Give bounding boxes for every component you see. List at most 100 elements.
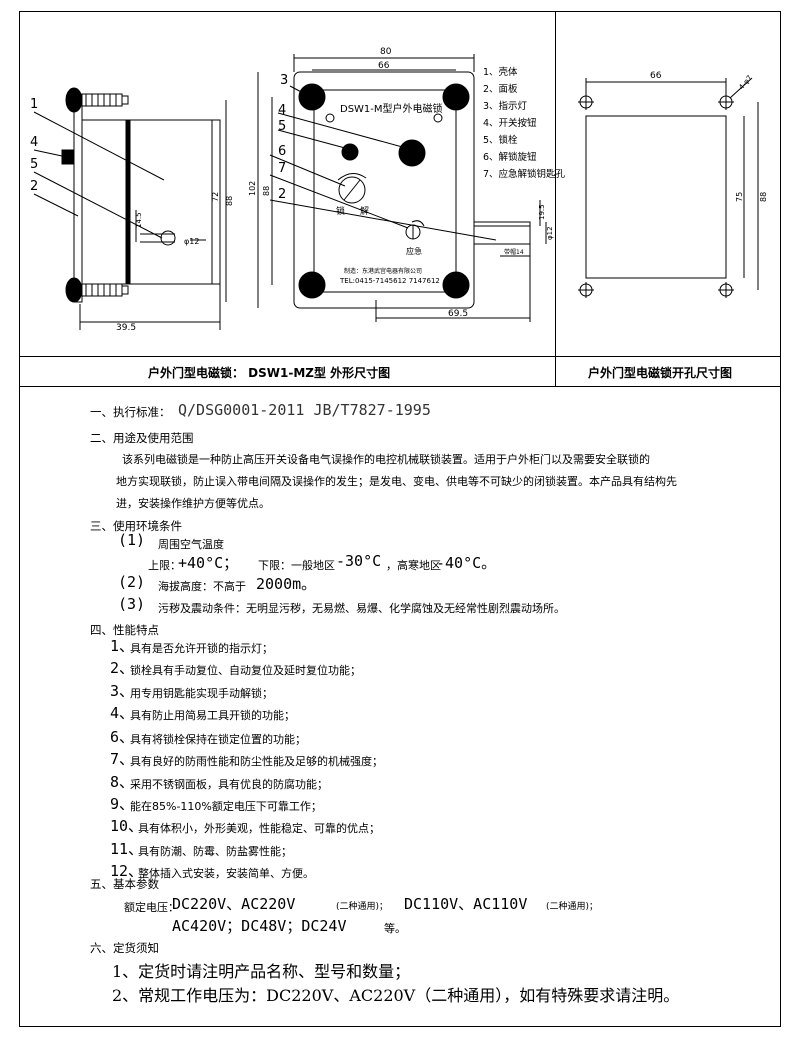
feature-text: 整体插入式安装，安装简单、方便。 xyxy=(138,867,314,880)
indicator-lamp-tr xyxy=(442,83,470,111)
feature-number: 10、 xyxy=(110,817,144,835)
standard-label: 一、执行标准： xyxy=(90,405,171,419)
front-callout-4: 4 xyxy=(278,103,286,118)
voltage-value-3: AC420V；DC48V；DC24V xyxy=(172,917,347,935)
feature-text: 具有良好的防雨性能和防尘性能及足够的机械强度； xyxy=(130,755,383,768)
env-3-num: (3) xyxy=(118,595,146,613)
sheet-frame xyxy=(19,11,781,1027)
front-view xyxy=(257,54,547,322)
front-faceplate xyxy=(293,71,475,309)
technical-drawing: 1 4 5 2 72 88 39.5 14.5 φ12 xyxy=(30,47,768,333)
side-panel xyxy=(73,99,83,303)
indicator-lamp-tl xyxy=(298,83,326,111)
env-heading: 三、使用环境条件 xyxy=(90,519,182,533)
feature-number: 9、 xyxy=(110,795,135,813)
legend-item-7: 7、应急解锁钥匙孔 xyxy=(483,168,566,180)
usage-para-2: 地方实现联锁，防止误入带电间隔及误操作的发生；是发电、变电、供电等不可缺少的闭锁… xyxy=(116,475,677,488)
indicator-lamp-bl xyxy=(298,271,326,299)
front-lock-text: 锁 xyxy=(336,205,345,217)
cutout-view xyxy=(578,77,759,298)
env-2-text: 海拔高度：不高于 xyxy=(158,580,246,593)
side-label-1: 1 xyxy=(30,97,38,112)
screw-left xyxy=(325,113,335,123)
feature-number: 11、 xyxy=(110,840,144,858)
legend-item-2: 2、面板 xyxy=(483,83,518,95)
feature-text: 采用不锈钢面板，具有优良的防腐功能； xyxy=(130,778,328,791)
front-dim-69-5: 69.5 xyxy=(448,309,468,319)
front-model-text: DSW1-M型户外电磁锁 xyxy=(340,102,443,115)
side-label-5: 5 xyxy=(30,157,38,172)
feature-text: 能在85%-110%额定电压下可靠工作； xyxy=(130,800,322,813)
feature-text: 具有体积小，外形美观，性能稳定、可靠的优点； xyxy=(138,822,380,835)
feature-number: 4、 xyxy=(110,704,135,722)
front-dim-88: 88 xyxy=(262,186,271,196)
front-emergency-text: 应急 xyxy=(406,246,422,256)
env-lower-label: 下限：一般地区 xyxy=(258,559,335,572)
side-button xyxy=(61,149,75,165)
usage-para-3: 进，安装操作维护方便等优点。 xyxy=(116,497,270,510)
front-tel-text: TEL:0415-7145612 7147612 xyxy=(339,277,440,285)
side-label-2: 2 xyxy=(30,179,38,194)
feature-number: 12、 xyxy=(110,862,144,880)
legend-item-3: 3、指示灯 xyxy=(483,100,528,112)
feature-text: 用专用钥匙能实现手动解锁； xyxy=(130,687,273,700)
feature-text: 具有防潮、防霉、防盐雾性能； xyxy=(138,845,292,858)
divider-captions xyxy=(19,356,781,357)
feature-text: 具有是否允许开锁的指示灯； xyxy=(130,642,273,655)
order-note-1: 1、定货时请注明产品名称、型号和数量； xyxy=(112,962,411,981)
feature-number: 1、 xyxy=(110,637,135,655)
cutout-dim-holes: 4-φ7 xyxy=(737,74,753,91)
side-dim-phi12: φ12 xyxy=(184,237,199,246)
legend-item-5: 5、锁栓 xyxy=(483,134,518,146)
front-dim-66: 66 xyxy=(378,61,390,71)
voltage-note-1: (二种通用)； xyxy=(336,902,389,912)
side-view xyxy=(33,87,227,330)
front-callout-2: 2 xyxy=(278,187,286,202)
order-note-2: 2、常规工作电压为：DC220V、AC220V（二种通用），如有特殊要求请注明。 xyxy=(112,986,680,1005)
feature-number: 3、 xyxy=(110,682,135,700)
legend-item-6: 6、解锁旋钮 xyxy=(483,151,537,163)
unlock-knob xyxy=(338,176,366,204)
env-upper-label: 上限： xyxy=(148,559,181,572)
indicator-lamp-br xyxy=(442,271,470,299)
usage-para-1: 该系列电磁锁是一种防止高压开关设备电气误操作的电控机械联锁装置。适用于户外柜门以… xyxy=(122,453,650,466)
screw-top xyxy=(433,113,443,123)
divider-vertical xyxy=(555,11,556,386)
caption-outline-drawing: 户外门型电磁锁： DSW1-MZ型 外形尺寸图 xyxy=(148,366,391,380)
side-body xyxy=(79,119,221,285)
voltage-label: 额定电压： xyxy=(124,901,179,914)
front-callout-5: 5 xyxy=(278,119,286,134)
feature-text: 具有防止用简易工具开锁的功能； xyxy=(130,709,295,722)
env-1-num: (1) xyxy=(118,531,146,549)
feature-number: 2、 xyxy=(110,659,135,677)
feature-text: 具有将锁栓保持在锁定位置的功能； xyxy=(130,733,306,746)
feature-text: 锁栓具有手动复位、自动复位及延时复位功能； xyxy=(130,664,361,677)
feature-number: 7、 xyxy=(110,750,135,768)
side-dim-88: 88 xyxy=(225,196,234,206)
env-lower-value-2: -40°C。 xyxy=(436,554,497,572)
params-heading: 五、基本参数 xyxy=(90,877,159,891)
front-maker-text: 制造：东港武宫电器有限公司 xyxy=(344,267,422,275)
side-dim-72: 72 xyxy=(211,192,220,202)
divider-spec xyxy=(19,386,781,388)
front-dim-102: 102 xyxy=(248,181,257,196)
lock-pin xyxy=(341,143,359,161)
voltage-value-2: DC110V、AC110V xyxy=(404,895,528,913)
usage-heading: 二、用途及使用范围 xyxy=(90,431,194,445)
feature-number: 8、 xyxy=(110,773,135,791)
cutout-rect xyxy=(585,115,727,279)
feature-number: 6、 xyxy=(110,728,135,746)
front-callout-6: 6 xyxy=(278,144,286,159)
side-cap-top xyxy=(65,87,83,113)
legend-item-4: 4、开关按钮 xyxy=(483,117,537,129)
features-heading: 四、性能特点 xyxy=(90,623,159,637)
front-dim-phi12: φ12 xyxy=(546,226,554,240)
order-heading: 六、定货须知 xyxy=(90,941,159,955)
env-upper-value: +40°C； xyxy=(178,554,239,572)
cutout-dim-88: 88 xyxy=(759,192,768,202)
front-dim-stub: 带帽14 xyxy=(504,248,524,256)
cutout-dim-75: 75 xyxy=(735,192,744,202)
env-3-text: 污秽及震动条件：无明显污秽，无易燃、易爆、化学腐蚀及无经常性剧烈震动场所。 xyxy=(158,602,565,615)
caption-cutout-drawing: 户外门型电磁锁开孔尺寸图 xyxy=(588,366,733,380)
front-dim-19-5: 19.5 xyxy=(538,204,546,220)
